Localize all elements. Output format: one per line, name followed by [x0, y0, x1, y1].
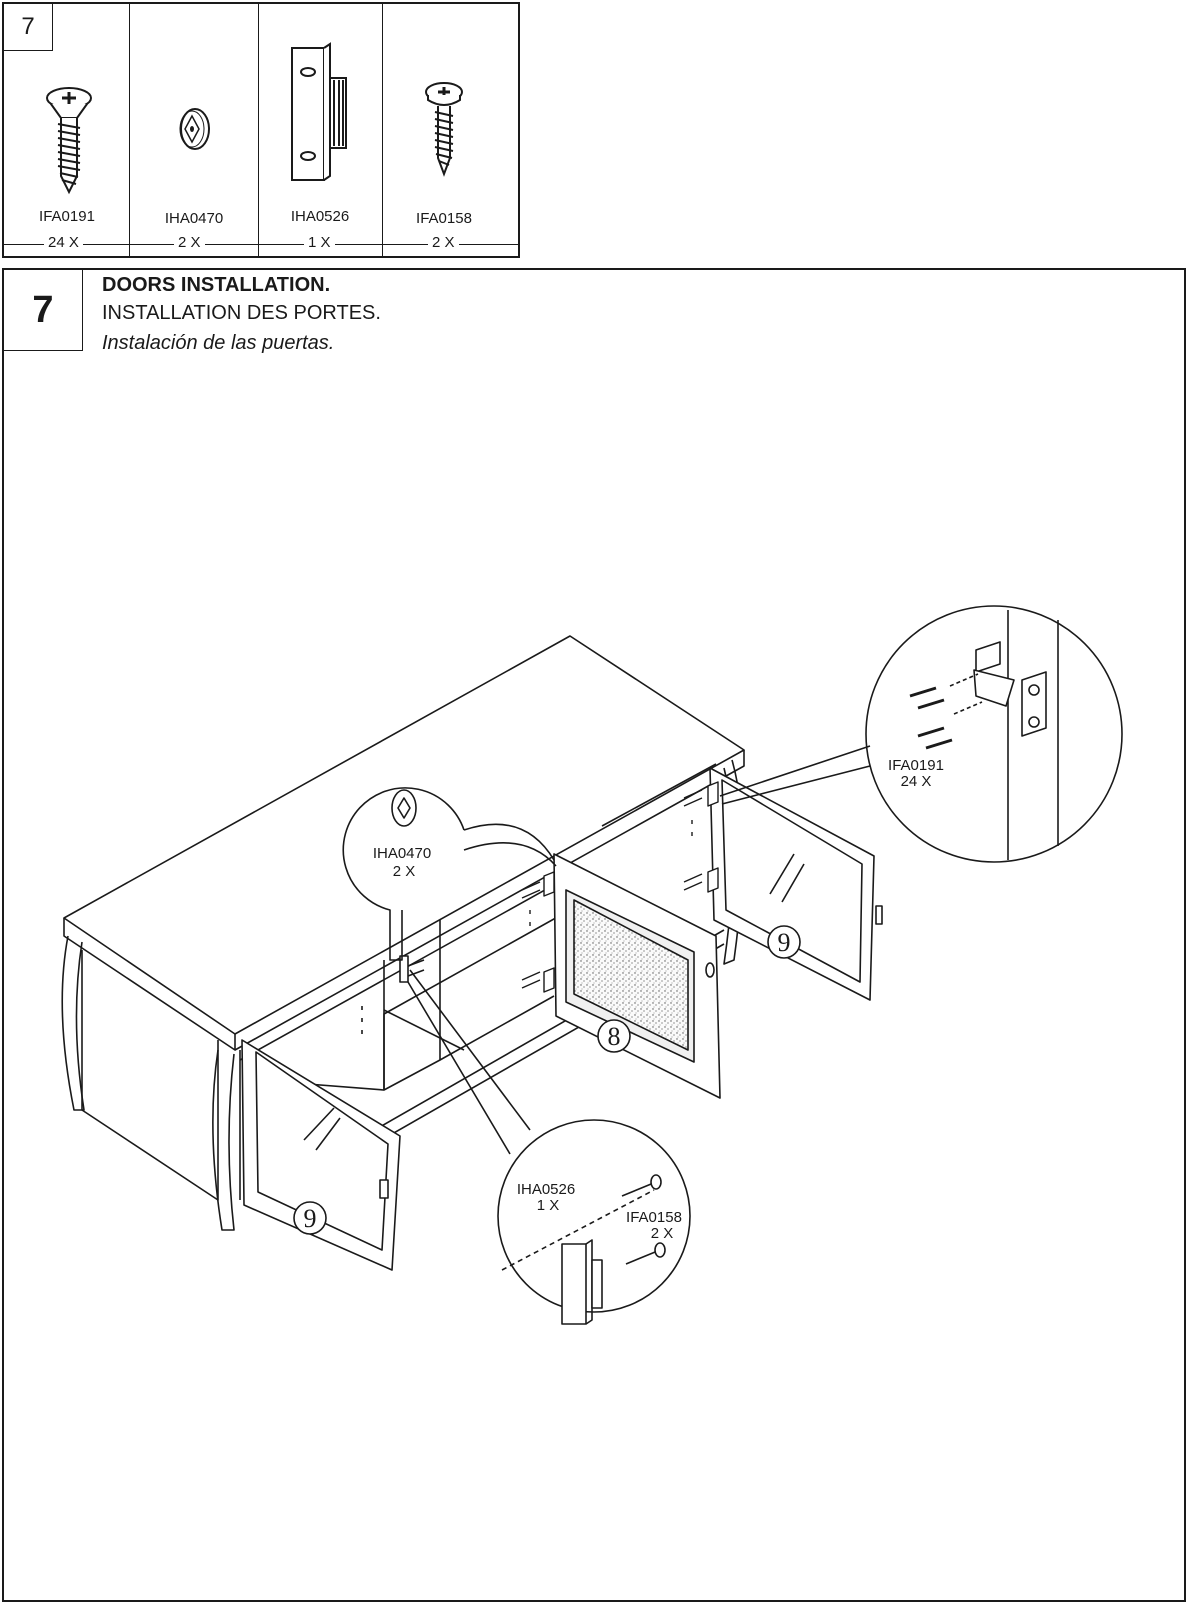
hinge-screw-code: IFA0191 — [888, 757, 944, 774]
door-number-right: 9 — [778, 928, 791, 957]
part-code: IFA0191 — [39, 208, 95, 225]
hardware-panel: 7 — [2, 2, 520, 258]
magnetic-catch-icon — [291, 42, 347, 181]
hinge-screw-qty: 24 X — [901, 773, 932, 790]
part-quantity: 2 X — [174, 233, 205, 253]
step-panel: 7 DOORS INSTALLATION. INSTALLATION DES P… — [2, 268, 1186, 1602]
hinge-callout — [719, 605, 1123, 863]
divider — [129, 4, 130, 258]
hinge-group — [521, 781, 719, 993]
divider — [258, 4, 259, 258]
catch-callout — [407, 969, 691, 1325]
door-number-left: 9 — [304, 1204, 317, 1233]
door-label-circle — [767, 925, 801, 959]
step-title-spanish: Instalación de las puertas. — [102, 332, 335, 354]
part-code: IHA0470 — [164, 210, 224, 227]
step-number: 7 — [4, 270, 83, 351]
left-side-panel — [61, 935, 235, 1231]
part-quantity: 1 X — [304, 233, 335, 253]
part-code: IHA0526 — [290, 208, 350, 225]
right-door — [709, 767, 883, 1001]
plastic-washer-icon — [179, 108, 210, 150]
left-door — [241, 1039, 401, 1271]
hardware-step-number: 7 — [4, 4, 53, 51]
catch-screw-code: IFA0158 — [626, 1209, 682, 1226]
catch-qty: 1 X — [537, 1197, 560, 1214]
washer-callout — [342, 787, 557, 961]
divider — [382, 4, 383, 258]
catch-screw-qty: 2 X — [651, 1225, 674, 1242]
part-code: IFA0158 — [416, 210, 472, 227]
washer-code: IHA0470 — [373, 845, 431, 862]
step-title-french: INSTALLATION DES PORTES. — [102, 302, 381, 324]
cabinet-catch — [361, 955, 425, 1034]
catch-code: IHA0526 — [517, 1181, 575, 1198]
door-label-circle — [293, 1201, 327, 1235]
flat-head-screw-icon — [46, 87, 92, 195]
step-title-english: DOORS INSTALLATION. — [102, 274, 331, 296]
door-label-circle — [597, 1019, 631, 1053]
part-quantity: 2 X — [428, 233, 459, 253]
washer-qty: 2 X — [393, 863, 416, 880]
center-door — [553, 853, 721, 1099]
pan-head-screw-icon — [425, 82, 463, 177]
quantity-rule — [4, 244, 518, 245]
door-number-center: 8 — [608, 1022, 621, 1051]
assembly-diagram: 9 8 9 IHA0470 2 X IFA0191 24 X IHA0526 1… — [61, 605, 1123, 1325]
part-quantity: 24 X — [44, 233, 83, 253]
